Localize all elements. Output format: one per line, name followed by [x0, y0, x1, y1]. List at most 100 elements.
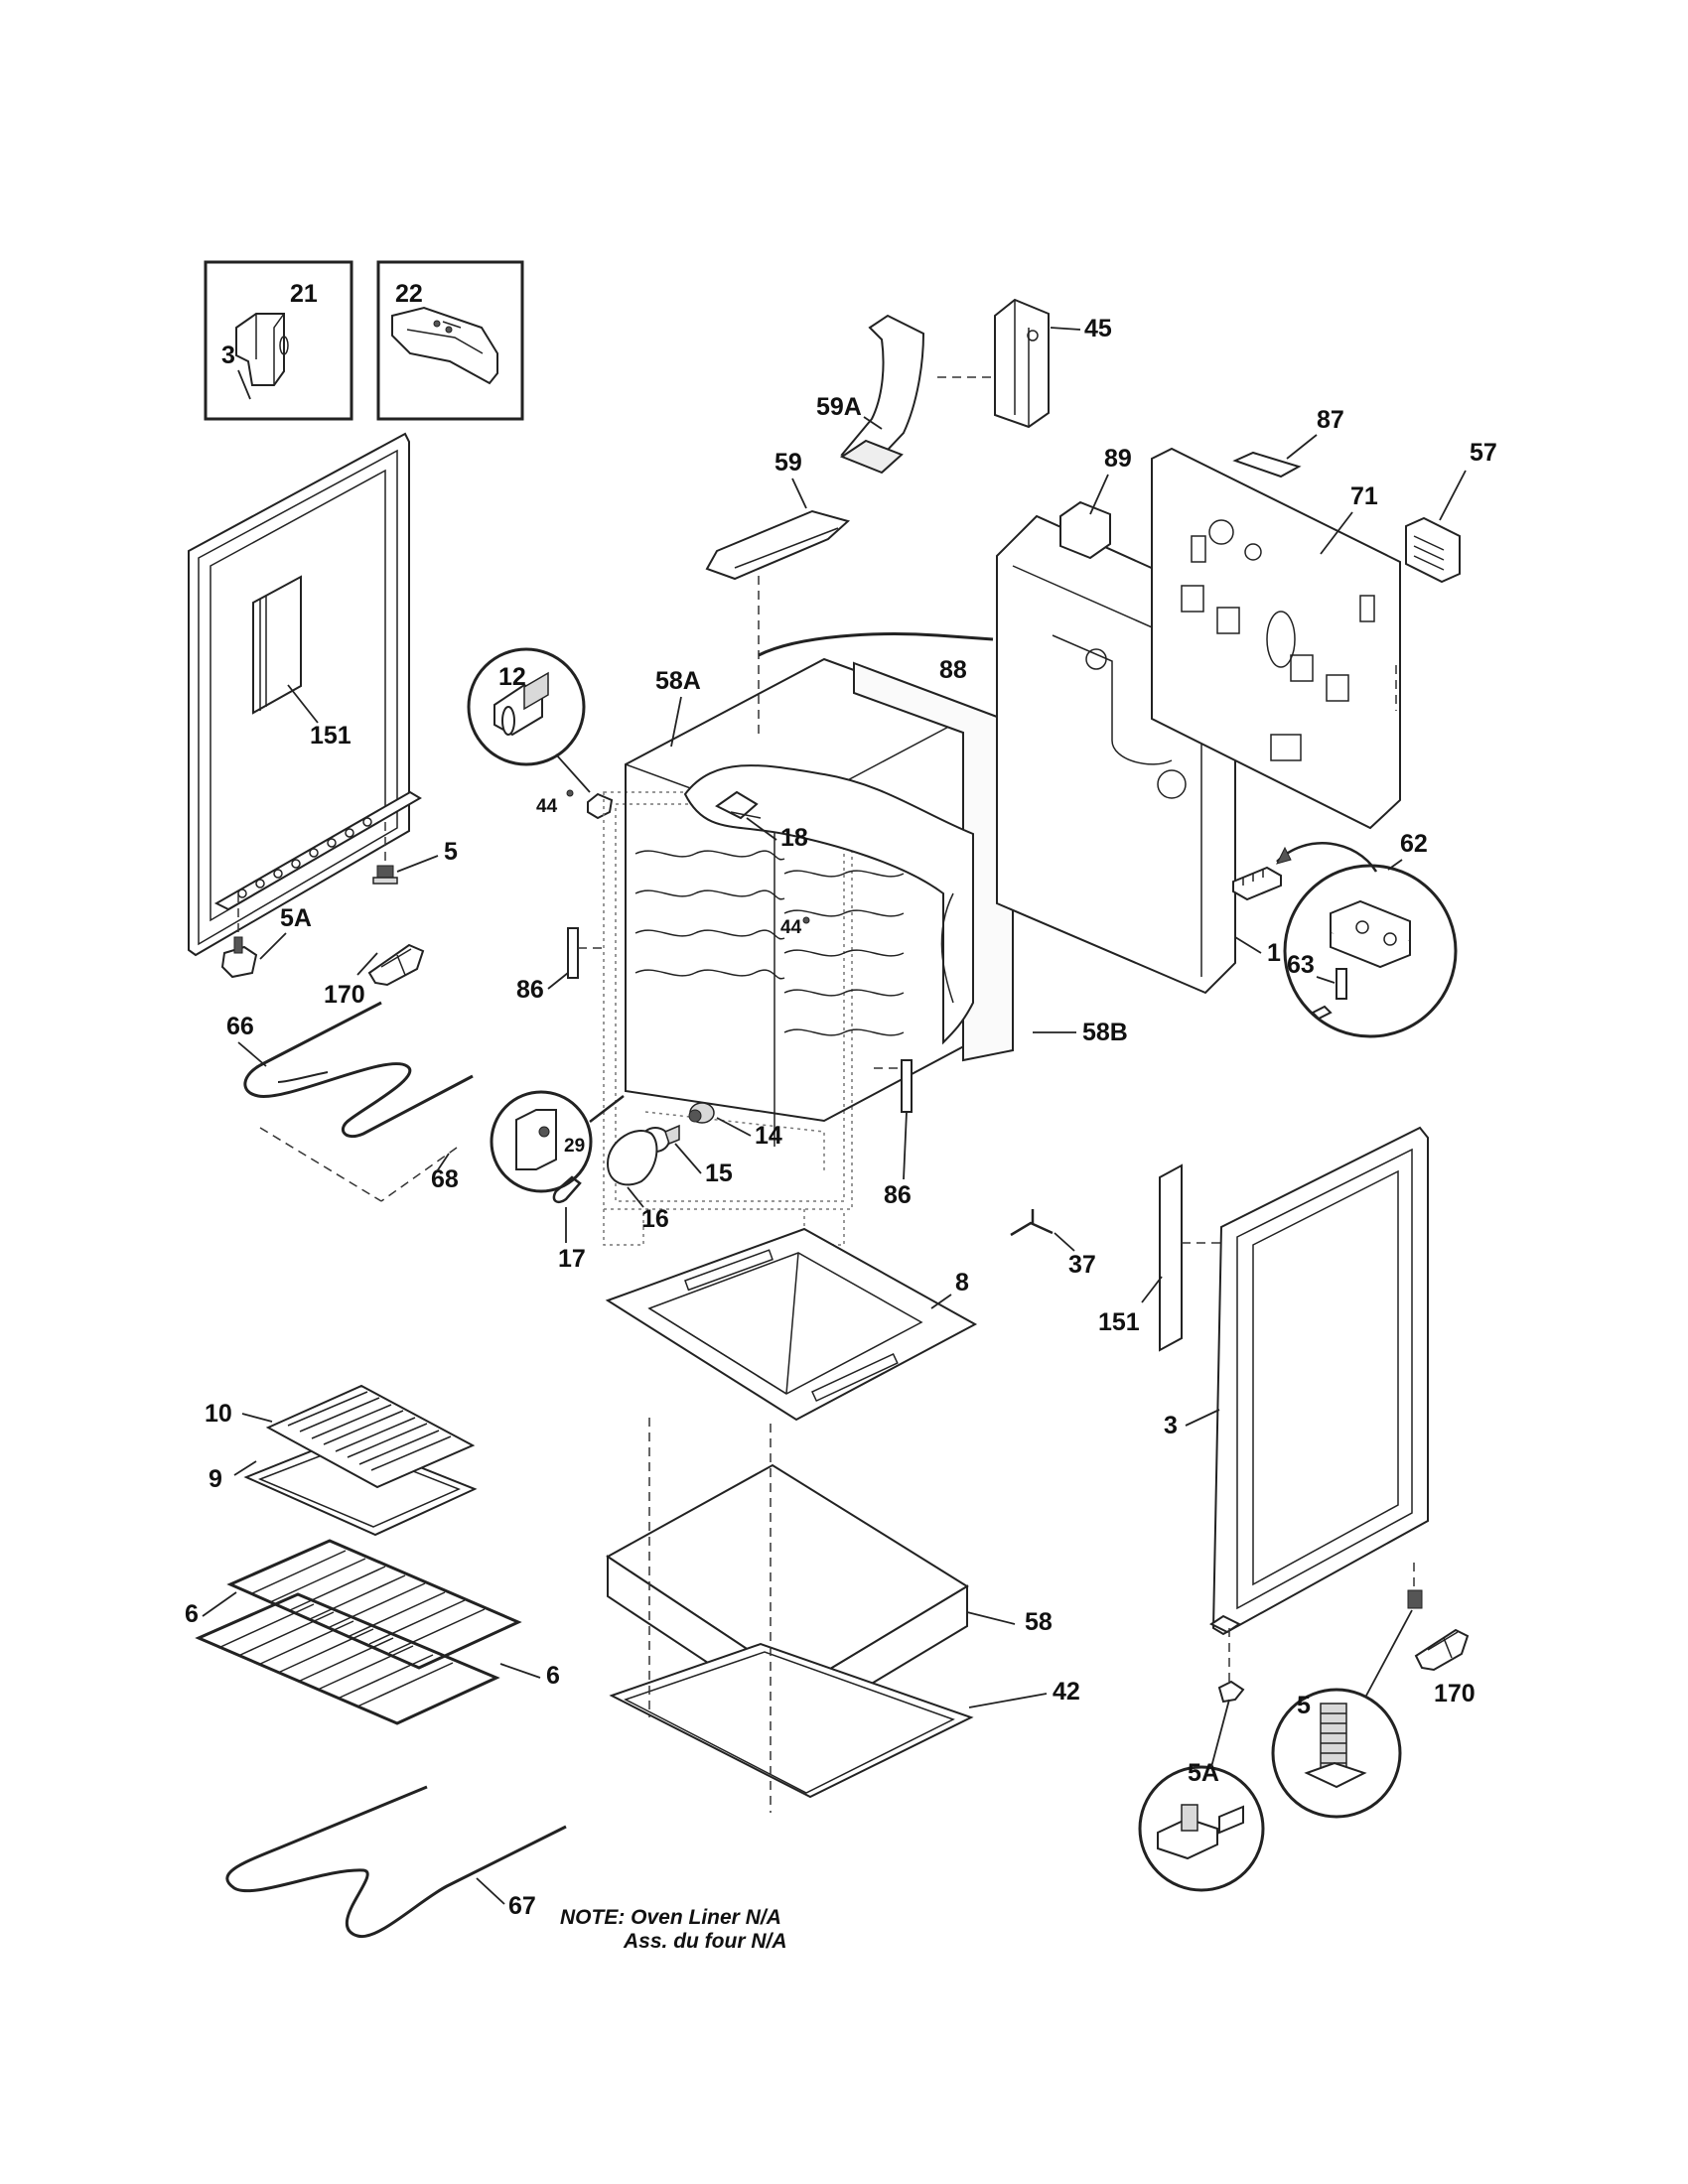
leveling-leg-5A-left	[220, 893, 258, 979]
oven-cavity-58A	[603, 657, 974, 1246]
callout-44-lower: 44	[780, 917, 802, 938]
leveling-leg-5-left	[372, 822, 398, 885]
broil-element-68	[259, 1127, 458, 1202]
detail-circle-12	[467, 647, 586, 766]
callout-17: 17	[558, 1245, 586, 1273]
callout-14: 14	[755, 1122, 782, 1150]
callout-45: 45	[1084, 315, 1112, 342]
callout-89: 89	[1104, 445, 1132, 473]
bake-element-66	[243, 1001, 474, 1139]
bake-element-67	[225, 1785, 567, 1939]
callout-10: 10	[205, 1400, 232, 1428]
terminal-block-62	[1232, 866, 1282, 901]
detail-circle-62	[1283, 864, 1458, 1038]
callout-86-right: 86	[884, 1181, 912, 1209]
lamp-wire-clip-17	[552, 1175, 582, 1203]
right-side-panel	[1209, 1126, 1429, 1636]
callout-58: 58	[1025, 1608, 1053, 1636]
vent-duct-59	[705, 509, 851, 581]
callout-63: 63	[1287, 951, 1315, 979]
detail-circle-5A	[1138, 1765, 1265, 1892]
callout-68: 68	[431, 1165, 459, 1193]
callout-3-right: 3	[1164, 1412, 1178, 1439]
leveling-leg-5-right	[1407, 1563, 1423, 1609]
callout-44-upper: 44	[536, 796, 558, 817]
callout-1: 1	[1267, 939, 1281, 967]
left-side-panel	[188, 432, 422, 957]
detail-circle-5	[1271, 1688, 1402, 1819]
vent-duct-45	[994, 298, 1050, 429]
lamp-socket-14	[688, 1102, 715, 1124]
callout-37: 37	[1068, 1251, 1096, 1279]
callout-3-left: 3	[221, 341, 235, 369]
panel-vent-holes	[237, 817, 372, 898]
callout-59A: 59A	[816, 393, 862, 421]
callout-15: 15	[705, 1160, 733, 1187]
note-line-1: NOTE: Oven Liner N/A	[560, 1906, 781, 1929]
cavity-rack-rails	[634, 850, 905, 1036]
detail-circle-29	[490, 1090, 593, 1193]
callout-9: 9	[209, 1465, 222, 1493]
cover-plate-87	[1232, 451, 1302, 478]
callout-5A-right: 5A	[1188, 1759, 1219, 1787]
callout-57: 57	[1470, 439, 1497, 467]
callout-62: 62	[1400, 830, 1428, 858]
leveling-leg-5A-right	[1217, 1628, 1245, 1704]
callout-87: 87	[1317, 406, 1344, 434]
callout-170-left: 170	[324, 981, 365, 1009]
callout-12: 12	[498, 663, 526, 691]
wire-clip-37	[1010, 1209, 1054, 1237]
callout-86-left: 86	[516, 976, 544, 1004]
callout-71: 71	[1350, 482, 1378, 510]
callout-59: 59	[774, 449, 802, 477]
callout-151-left: 151	[310, 722, 352, 750]
hinge-receptacle-86-right	[874, 1059, 913, 1113]
bottom-tray-42	[609, 1642, 974, 1799]
insulation-blanket-58B	[683, 661, 1014, 1062]
back-panel-vents	[1181, 535, 1375, 761]
callout-58B: 58B	[1082, 1019, 1128, 1046]
mounting-bracket-170-right	[1414, 1628, 1470, 1672]
callout-18: 18	[780, 824, 808, 852]
callout-6-right: 6	[546, 1662, 560, 1690]
callout-170-right: 170	[1434, 1680, 1476, 1707]
oven-rack-6-lower	[195, 1592, 500, 1725]
callout-29: 29	[564, 1136, 585, 1157]
inset-box-part-22: 22	[376, 260, 524, 421]
callout-58A: 58A	[655, 667, 701, 695]
callout-21: 21	[290, 280, 318, 308]
callout-5-right: 5	[1297, 1692, 1311, 1719]
back-panel-71	[1151, 447, 1401, 830]
callout-67: 67	[508, 1892, 536, 1920]
callout-8: 8	[955, 1269, 969, 1297]
mounting-bracket-170-left	[367, 943, 425, 987]
note-line-2: Ass. du four N/A	[623, 1930, 787, 1953]
callout-22: 22	[395, 280, 423, 308]
callout-151-right: 151	[1098, 1308, 1140, 1336]
left-bracket-151	[252, 575, 302, 715]
callout-6-left: 6	[185, 1600, 199, 1628]
bracket-89	[1059, 500, 1111, 560]
access-cover-57	[1405, 516, 1461, 584]
wire-88	[758, 632, 994, 657]
callout-5A-left: 5A	[280, 904, 312, 932]
callout-66: 66	[226, 1013, 254, 1040]
right-bracket-151	[1159, 1163, 1231, 1352]
callout-42: 42	[1053, 1678, 1080, 1706]
broiler-grid-10	[265, 1384, 476, 1489]
element-bracket-18	[715, 790, 762, 820]
rack-wires-lower	[217, 1603, 454, 1707]
probe-sensor-12	[587, 792, 614, 820]
hinge-receptacle-86-left	[567, 927, 604, 979]
rack-wires-upper	[249, 1550, 486, 1654]
inset-box-part-21: 21	[204, 260, 353, 421]
oven-bottom-8	[605, 1227, 978, 1422]
callout-16: 16	[641, 1205, 669, 1233]
vent-duct-59A	[839, 314, 925, 475]
callout-5-left: 5	[444, 838, 458, 866]
lamp-lens-16	[606, 1129, 658, 1186]
callout-88: 88	[939, 656, 967, 684]
oven-rack-6-upper	[226, 1539, 522, 1670]
broiler-grid-slots	[287, 1391, 452, 1471]
